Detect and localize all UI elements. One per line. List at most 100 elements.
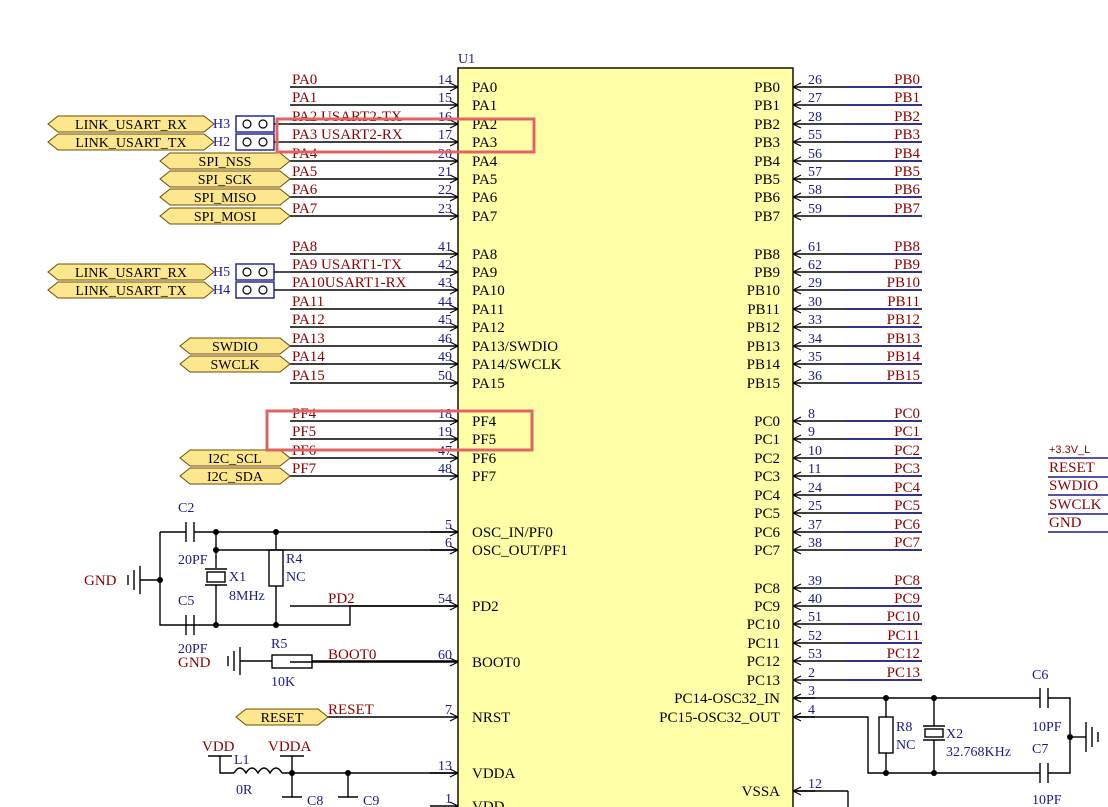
junction: [883, 695, 889, 701]
pin-arrow-icon: [792, 508, 802, 518]
pin-name: PB5: [754, 172, 780, 188]
pin-arrow-icon: [449, 211, 459, 221]
net-label: PA14: [292, 349, 325, 365]
header-body: [235, 281, 275, 299]
net-label: PC4: [894, 480, 920, 496]
l1-inductor: [233, 767, 283, 775]
r5-ref: R5: [271, 637, 287, 652]
junction: [273, 622, 279, 628]
pin-number: 23: [438, 202, 452, 217]
pin-name: PA8: [472, 247, 497, 263]
net-label: PB12: [887, 312, 920, 328]
flag-label: SWCLK: [211, 358, 260, 373]
pin-number: 37: [808, 518, 822, 533]
pin-number: 15: [438, 91, 452, 106]
net-label: PA11: [292, 294, 324, 310]
pin-name: PB7: [754, 209, 780, 225]
swd-pin-5: GND: [1049, 515, 1082, 531]
pin-arrow-icon: [449, 322, 459, 332]
pin-number: 51: [808, 610, 822, 625]
boot0-circuit: GND R5 10K: [178, 637, 458, 690]
pin-name: PB8: [754, 247, 780, 263]
net-label: PC7: [894, 535, 920, 551]
net-label: PB9: [894, 257, 920, 273]
pin-arrow-icon: [449, 192, 459, 202]
net-label: PB14: [887, 349, 921, 365]
pin-arrow-icon: [449, 378, 459, 388]
net-flag: [235, 708, 329, 726]
net-label: PC0: [894, 406, 920, 422]
osc-bottom-wire: [159, 532, 458, 626]
header-pin: [242, 267, 252, 277]
pin-number: 60: [438, 648, 452, 663]
pin-number: 39: [808, 574, 822, 589]
pin-number: 48: [438, 462, 452, 477]
pin-number: 52: [808, 629, 822, 644]
pin-number: 18: [438, 407, 452, 422]
pin-arrow-icon: [449, 359, 459, 369]
pin-number: 19: [438, 425, 452, 440]
pin-number: 9: [808, 425, 815, 440]
pin-arrow-icon: [792, 304, 802, 314]
net-label: BOOT0: [328, 647, 376, 663]
x2-crystal: [924, 728, 944, 738]
flag-label: I2C_SCL: [208, 452, 262, 467]
flag-label: SPI_NSS: [199, 155, 252, 170]
swd-pin-2: RESET: [1049, 460, 1095, 476]
net-label: PA13: [292, 331, 325, 347]
pin-name: OSC_IN/PF0: [472, 525, 553, 541]
pin-arrow-icon: [792, 211, 802, 221]
header-ref: H4: [213, 283, 230, 298]
pin-number: 30: [808, 295, 822, 310]
pin-arrow-icon: [449, 453, 459, 463]
net-flag: [179, 337, 291, 355]
pin-number: 21: [438, 165, 452, 180]
flag-label: SPI_SCK: [198, 173, 252, 188]
pin-number: 44: [438, 295, 452, 310]
pin-arrow-icon: [792, 156, 802, 166]
net-label: PA8: [292, 239, 317, 255]
pin-arrow-icon: [792, 285, 802, 295]
junction: [931, 770, 937, 776]
x1-value: 8MHz: [229, 589, 265, 604]
swd-pin-4: SWCLK: [1049, 497, 1102, 513]
pin-name: PC13: [747, 673, 780, 689]
pin-arrow-icon: [792, 471, 802, 481]
net-label: PA15: [292, 368, 325, 384]
pin-arrow-icon: [792, 359, 802, 369]
pin-number: 8: [808, 407, 815, 422]
pin-name: PA13/SWDIO: [472, 339, 558, 355]
pin-name: OSC_OUT/PF1: [472, 543, 568, 559]
l1-ref: L1: [234, 753, 250, 768]
pin-name: PB14: [747, 357, 781, 373]
pin-name: PA14/SWCLK: [472, 357, 562, 373]
pin-name: PB10: [747, 283, 780, 299]
pin-name: PC14-OSC32_IN: [674, 691, 780, 707]
net-label: PC3: [894, 461, 920, 477]
pin-number: 3: [808, 684, 815, 699]
c6-value: 10PF: [1032, 720, 1062, 735]
pin-number: 59: [808, 202, 822, 217]
pin-name: PA12: [472, 320, 505, 336]
x2-ref: X2: [946, 727, 963, 742]
r8-ref: R8: [896, 720, 912, 735]
c2-ref: C2: [178, 501, 194, 516]
pin-name: PA7: [472, 209, 498, 225]
gnd1-label: GND: [84, 573, 117, 589]
highlight-usart2-box: [275, 117, 536, 154]
net-label: PB10: [887, 275, 920, 291]
net-label: PB0: [894, 72, 920, 88]
pin-number: 55: [808, 128, 822, 143]
pin-name: PB12: [747, 320, 780, 336]
pin-name: PC7: [754, 543, 780, 559]
net-label: PA12: [292, 312, 325, 328]
junction: [213, 622, 219, 628]
r4-ref: R4: [286, 552, 302, 567]
pin-name: BOOT0: [472, 655, 520, 671]
pin-name: PB11: [747, 302, 780, 318]
pin-arrow-icon: [792, 322, 802, 332]
pin-number: 25: [808, 499, 822, 514]
pin-name: NRST: [472, 710, 510, 726]
c6-ref: C6: [1032, 668, 1048, 683]
